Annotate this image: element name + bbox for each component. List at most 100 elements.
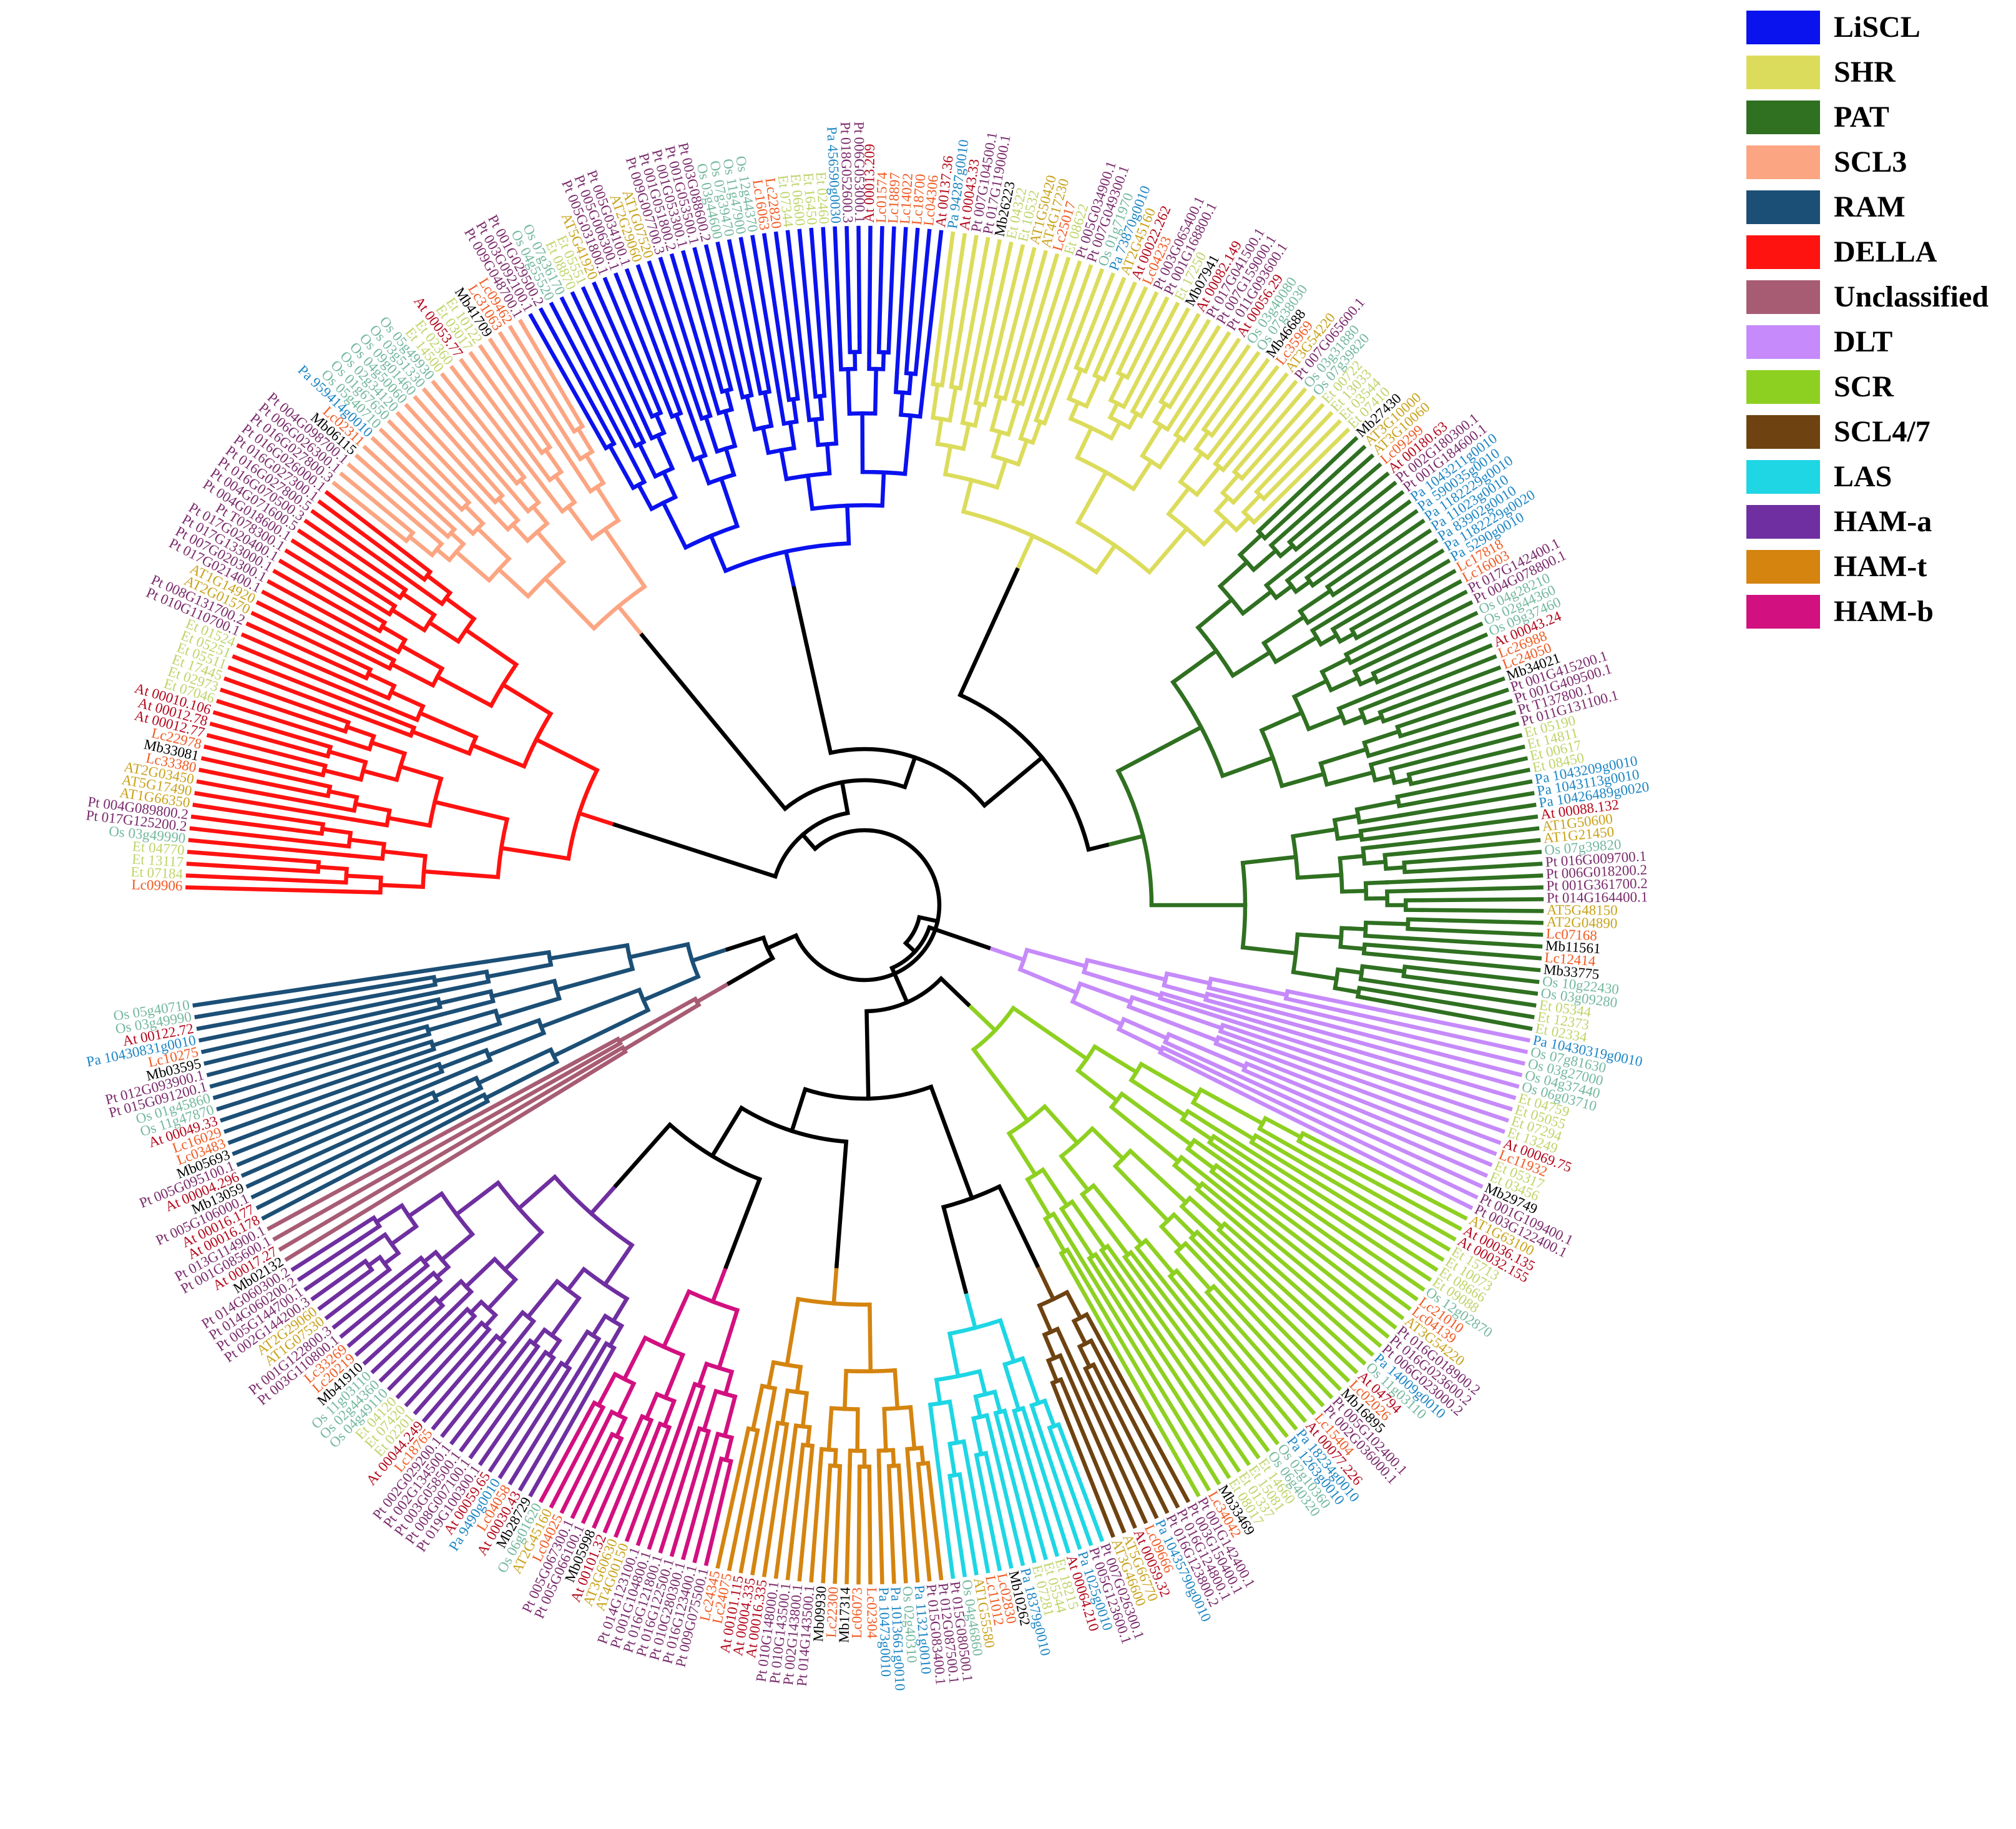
clade-scr-internal-branch bbox=[1108, 1104, 1182, 1165]
clade-scl4-7-leaf-branch bbox=[1065, 1349, 1148, 1524]
clade-scl3-internal-branch bbox=[435, 511, 458, 532]
clade-ham-a-leaf-branch bbox=[303, 1241, 374, 1292]
leaf-label: Et 13117 bbox=[132, 851, 184, 870]
clade-ham-t-internal-branch bbox=[919, 1445, 926, 1466]
clade-liscl-leaf-branch bbox=[844, 226, 852, 340]
leaf-label: Lc01574 bbox=[873, 172, 890, 223]
clade-liscl-internal-branch bbox=[655, 433, 675, 471]
legend-item-ham-b: HAM-b bbox=[1746, 589, 1989, 634]
clade-pat-leaf-branch bbox=[1394, 944, 1542, 961]
clade-ham-a-internal-branch bbox=[388, 1223, 419, 1247]
clade-las-internal-branch bbox=[1020, 1405, 1031, 1428]
clade-ram-internal-branch bbox=[485, 962, 554, 979]
clade-liscl-leaf-branch bbox=[602, 277, 657, 400]
clade-ham-t-leaf-branch bbox=[906, 1463, 920, 1583]
clade-liscl-internal-branch bbox=[778, 398, 786, 426]
backbone-arc bbox=[794, 828, 942, 983]
clade-ham-t-internal-branch bbox=[827, 1463, 833, 1482]
clade-pat-internal-branch bbox=[1395, 788, 1431, 800]
clade-della-internal-branch bbox=[353, 801, 392, 813]
clade-della-leaf-branch bbox=[227, 665, 370, 722]
clade-scr-internal-branch bbox=[1182, 1240, 1223, 1283]
clade-scl3-leaf-branch bbox=[395, 411, 491, 512]
clade-della-internal-branch bbox=[299, 767, 326, 778]
clade-scr-leaf-branch bbox=[1230, 1318, 1316, 1416]
clade-della-internal-branch bbox=[403, 562, 428, 582]
clade-della-leaf-branch bbox=[209, 721, 310, 753]
clade-pat-internal-branch bbox=[1406, 926, 1442, 933]
clade-della-internal-branch bbox=[378, 883, 425, 890]
clade-dlt-internal-branch bbox=[1241, 1067, 1305, 1098]
clade-pat-internal-branch bbox=[1364, 896, 1389, 901]
clade-shr-leaf-branch bbox=[1267, 411, 1334, 481]
clade-liscl-internal-branch bbox=[695, 375, 713, 419]
clade-las-leaf-branch bbox=[951, 1497, 967, 1577]
clade-liscl-internal-branch bbox=[724, 370, 734, 392]
clade-pat-internal-branch bbox=[1328, 675, 1361, 693]
clade-ham-b-leaf-branch bbox=[592, 1426, 639, 1529]
clade-dlt-leaf-branch bbox=[1341, 1009, 1529, 1054]
clade-ham-b-internal-branch bbox=[594, 1405, 606, 1422]
clade-shr-internal-branch bbox=[1201, 517, 1230, 547]
leaf-label: Lc22300 bbox=[823, 1586, 841, 1638]
clade-shr-internal-branch bbox=[1015, 438, 1030, 467]
clade-ram-internal-branch bbox=[458, 1099, 491, 1119]
clade-pat-leaf-branch bbox=[1376, 600, 1474, 652]
legend-swatch-ham-a bbox=[1746, 505, 1820, 539]
clade-ram-internal-branch bbox=[485, 1030, 547, 1058]
clade-ham-a-internal-branch bbox=[351, 1215, 377, 1233]
clade-scl3-internal-branch bbox=[530, 504, 550, 527]
clade-della-internal-branch bbox=[326, 748, 368, 765]
clade-scl4-7-internal-branch bbox=[1077, 1343, 1092, 1370]
clade-scl4-7-internal-branch bbox=[1050, 1380, 1063, 1404]
clade-scr-internal-branch bbox=[1112, 1163, 1171, 1224]
clade-liscl-internal-branch bbox=[722, 408, 738, 449]
clade-shr-leaf-branch bbox=[933, 231, 956, 369]
clade-della-internal-branch bbox=[386, 815, 433, 828]
clade-dlt-internal-branch bbox=[1218, 1028, 1275, 1052]
clade-della-internal-branch bbox=[305, 779, 333, 790]
clade-ham-a-internal-branch bbox=[357, 1223, 383, 1242]
clade-pat-leaf-branch bbox=[1403, 885, 1544, 893]
clade-shr-internal-branch bbox=[1239, 461, 1258, 481]
clade-dlt-stem bbox=[986, 945, 1027, 963]
clade-shr-leaf-branch bbox=[1025, 260, 1082, 420]
clade-della-internal-branch bbox=[371, 657, 393, 672]
clade-shr-internal-branch bbox=[1220, 456, 1235, 473]
clade-pat-internal-branch bbox=[1363, 714, 1385, 725]
clade-pat-internal-branch bbox=[1217, 559, 1250, 589]
clade-scl3-internal-branch bbox=[452, 513, 476, 537]
clade-ram-internal-branch bbox=[396, 1090, 436, 1111]
clade-della-leaf-branch bbox=[310, 509, 422, 591]
clade-dlt-internal-branch bbox=[1206, 985, 1287, 1009]
clade-scr-internal-branch bbox=[1216, 1227, 1248, 1257]
clade-liscl-internal-branch bbox=[832, 415, 839, 446]
clade-ram-internal-branch bbox=[430, 1021, 502, 1048]
clade-unclassified-internal-branch bbox=[582, 1049, 629, 1080]
clade-pat-leaf-branch bbox=[1391, 665, 1502, 710]
clade-pat-leaf-branch bbox=[1316, 499, 1412, 572]
backbone-branch bbox=[709, 1105, 745, 1159]
clade-scr-internal-branch bbox=[1300, 1130, 1335, 1152]
clade-ham-b-internal-branch bbox=[600, 1409, 615, 1433]
clade-scr-internal-branch bbox=[1194, 1229, 1227, 1262]
clade-scl3-internal-branch bbox=[534, 426, 553, 450]
clade-ham-a-leaf-branch bbox=[339, 1279, 410, 1339]
clade-shr-leaf-branch bbox=[1244, 387, 1308, 460]
clade-ham-t-internal-branch bbox=[779, 1422, 790, 1463]
clade-scl3-internal-branch bbox=[496, 566, 531, 599]
clade-scl4-7-internal-branch bbox=[1058, 1376, 1072, 1401]
clade-della-internal-branch bbox=[365, 670, 397, 689]
clade-scr-leaf-branch bbox=[1196, 1295, 1308, 1423]
clade-ham-a-leaf-branch bbox=[421, 1353, 482, 1423]
clade-della-internal-branch bbox=[292, 868, 320, 874]
clade-scr-internal-branch bbox=[1221, 1220, 1254, 1250]
clade-shr-internal-branch bbox=[1251, 503, 1274, 526]
clade-pat-internal-branch bbox=[1370, 664, 1389, 676]
clade-shr-internal-branch bbox=[1073, 348, 1085, 371]
clade-ham-a-leaf-branch bbox=[507, 1370, 580, 1486]
clade-dlt-internal-branch bbox=[1077, 981, 1133, 1005]
clade-ham-a-leaf-branch bbox=[346, 1287, 416, 1348]
clade-pat-internal-branch bbox=[1363, 933, 1410, 941]
clade-ham-a-leaf-branch bbox=[468, 1374, 531, 1459]
